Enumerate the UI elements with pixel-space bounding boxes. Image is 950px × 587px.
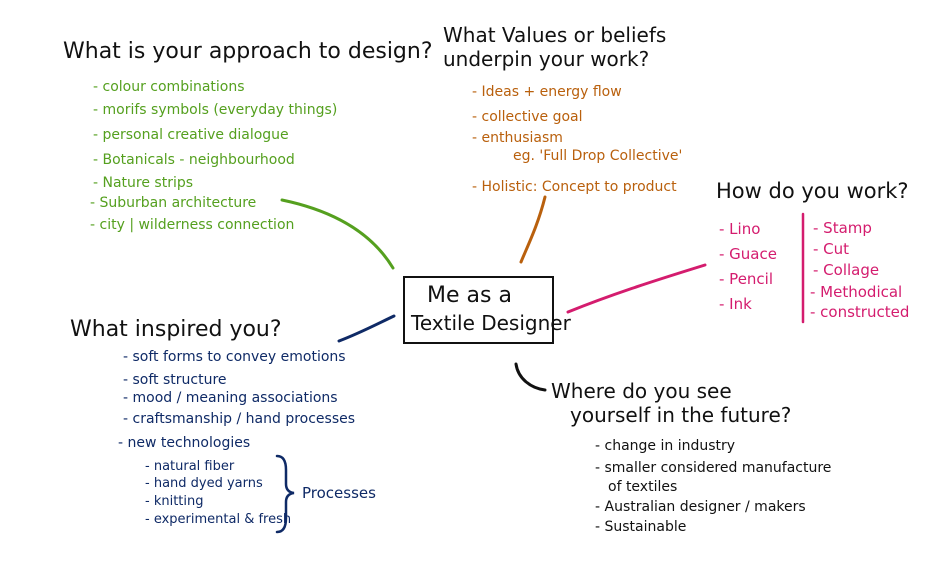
values-heading-line2: underpin your work? — [443, 47, 650, 71]
inspired-subitem: - knitting — [145, 494, 204, 509]
future-item: - change in industry — [595, 438, 736, 454]
approach-item: - morifs symbols (everyday things) — [93, 102, 338, 118]
work-item-left: - Lino — [719, 220, 761, 238]
values-item: - Ideas + energy flow — [472, 84, 622, 100]
work-heading: How do you work? — [716, 179, 909, 203]
inspired-item: - soft structure — [123, 372, 227, 388]
connector-work — [566, 263, 707, 314]
center-title-line2: Textile Designer — [411, 311, 571, 335]
inspired-item: - new technologies — [118, 435, 251, 451]
inspired-heading: What inspired you? — [70, 317, 282, 342]
work-item-right: - Stamp — [813, 219, 872, 237]
work-item-right: - Cut — [813, 240, 850, 258]
approach-item: - colour combinations — [93, 79, 245, 95]
inspired-subitem: - experimental & fresh — [145, 512, 292, 527]
inspired-subitem: - natural fiber — [145, 459, 235, 474]
future-item: - Sustainable — [595, 519, 687, 535]
future-heading-line1: Where do you see — [551, 379, 732, 403]
future-heading-line2: yourself in the future? — [570, 403, 792, 427]
values-item: - collective goal — [472, 109, 583, 125]
approach-heading: What is your approach to design? — [63, 39, 433, 64]
approach-item: - Suburban architecture — [90, 195, 257, 211]
work-item-left: - Guace — [719, 245, 777, 263]
processes-label: Processes — [302, 484, 376, 502]
inspired-item: - soft forms to convey emotions — [123, 349, 346, 365]
future-item: - smaller considered manufacture — [595, 460, 832, 476]
work-item-right: - Methodical — [810, 283, 903, 301]
inspired-subitem: - hand dyed yarns — [145, 476, 263, 491]
approach-item: - city | wilderness connection — [90, 217, 295, 233]
work-item-right: - constructed — [810, 303, 910, 321]
connector-future — [514, 362, 547, 392]
inspired-item: - craftsmanship / hand processes — [123, 411, 356, 427]
work-item-left: - Pencil — [719, 270, 774, 288]
work-item-right: - Collage — [813, 261, 880, 279]
values-heading-line1: What Values or beliefs — [443, 23, 667, 47]
connector-approach — [280, 198, 395, 270]
values-item: - Holistic: Concept to product — [472, 179, 677, 195]
center-title-line1: Me as a — [427, 283, 512, 308]
approach-item: - Botanicals - neighbourhood — [93, 152, 295, 168]
work-item-left: - Ink — [719, 295, 752, 313]
values-item: eg. 'Full Drop Collective' — [513, 148, 683, 164]
values-item: - enthusiasm — [472, 130, 563, 146]
future-item: of textiles — [608, 479, 678, 495]
connector-inspired — [337, 314, 396, 343]
approach-item: - personal creative dialogue — [93, 127, 289, 143]
inspired-item: - mood / meaning associations — [123, 390, 338, 406]
future-item: - Australian designer / makers — [595, 499, 806, 515]
processes-bracket — [275, 454, 295, 534]
center-node: Me as a Textile Designer — [403, 276, 571, 344]
approach-item: - Nature strips — [93, 175, 194, 191]
connector-values — [519, 195, 547, 264]
